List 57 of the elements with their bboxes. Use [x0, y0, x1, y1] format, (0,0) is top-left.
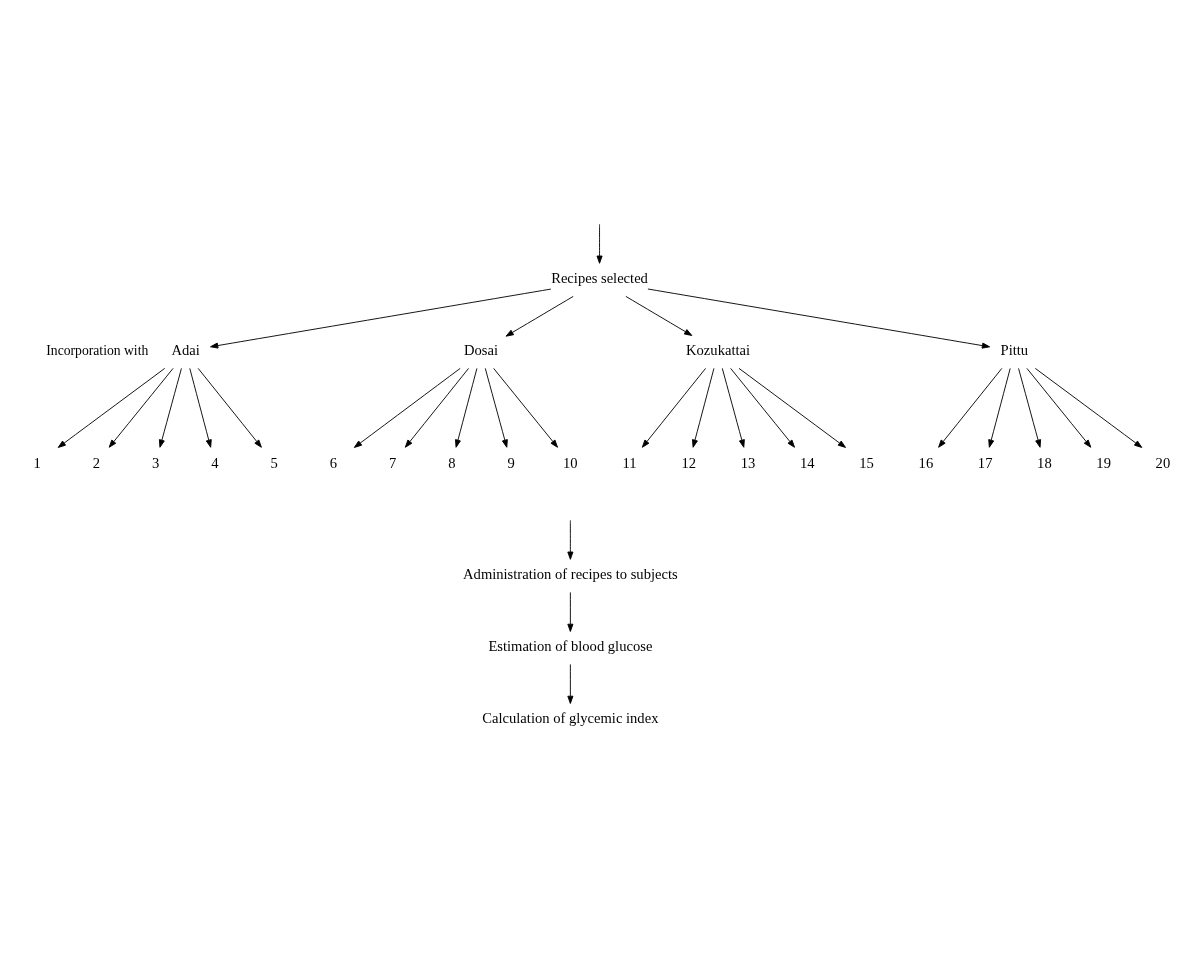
arrow [641, 367, 707, 448]
node-text: Recipes selected [551, 270, 648, 287]
node-text: 4 [211, 454, 219, 471]
node-text: 18 [1037, 454, 1052, 471]
arrow [567, 519, 574, 560]
node-text: 15 [859, 454, 874, 471]
arrow [730, 367, 795, 448]
arrow [567, 663, 574, 704]
node-text: 2 [92, 454, 100, 471]
arrow [1018, 367, 1042, 448]
arrow [158, 367, 182, 448]
arrow [596, 223, 603, 264]
node-text: 8 [448, 454, 456, 471]
arrow [210, 288, 552, 349]
node-text: Calculation of glycemic index [482, 710, 659, 727]
node-text: Estimation of blood glucose [488, 638, 653, 655]
node-text: Pittu [1000, 342, 1029, 359]
arrow [404, 367, 469, 448]
node-text: 19 [1096, 454, 1111, 471]
arrow [938, 367, 1003, 448]
node-text: 1 [33, 454, 41, 471]
node-text: 12 [681, 454, 697, 471]
node-text: Administration of recipes to subjects [463, 566, 678, 583]
node-text: 7 [388, 454, 397, 471]
arrow [455, 367, 478, 448]
arrow [567, 591, 574, 632]
node-text: 20 [1155, 454, 1171, 471]
node-text: 9 [507, 454, 515, 471]
arrow [721, 367, 745, 448]
node-text: Adai [171, 342, 200, 359]
arrow [1034, 367, 1143, 448]
node-text: 16 [918, 454, 934, 471]
node-text: 10 [563, 454, 578, 471]
arrow [738, 367, 846, 448]
node-text: 6 [329, 454, 338, 471]
arrow [988, 367, 1011, 448]
node-text: 11 [622, 454, 637, 471]
arrow [1026, 367, 1092, 448]
arrow [189, 367, 212, 448]
arrow [493, 367, 558, 448]
node-text: 14 [800, 454, 815, 471]
arrow [692, 367, 715, 448]
node-text: Kozukattai [686, 342, 751, 359]
arrow [484, 367, 508, 448]
arrow [647, 288, 991, 349]
arrow [353, 367, 461, 448]
arrow [505, 295, 574, 337]
label: Incorporation with [46, 343, 149, 359]
node-text: 13 [740, 454, 756, 471]
node-text: 3 [151, 454, 160, 471]
node-text: 5 [270, 454, 278, 471]
node-text: Dosai [464, 342, 499, 359]
arrow [57, 367, 166, 448]
arrow [197, 367, 262, 448]
arrow [625, 295, 693, 336]
node-text: 17 [977, 454, 993, 471]
arrow [108, 367, 174, 448]
